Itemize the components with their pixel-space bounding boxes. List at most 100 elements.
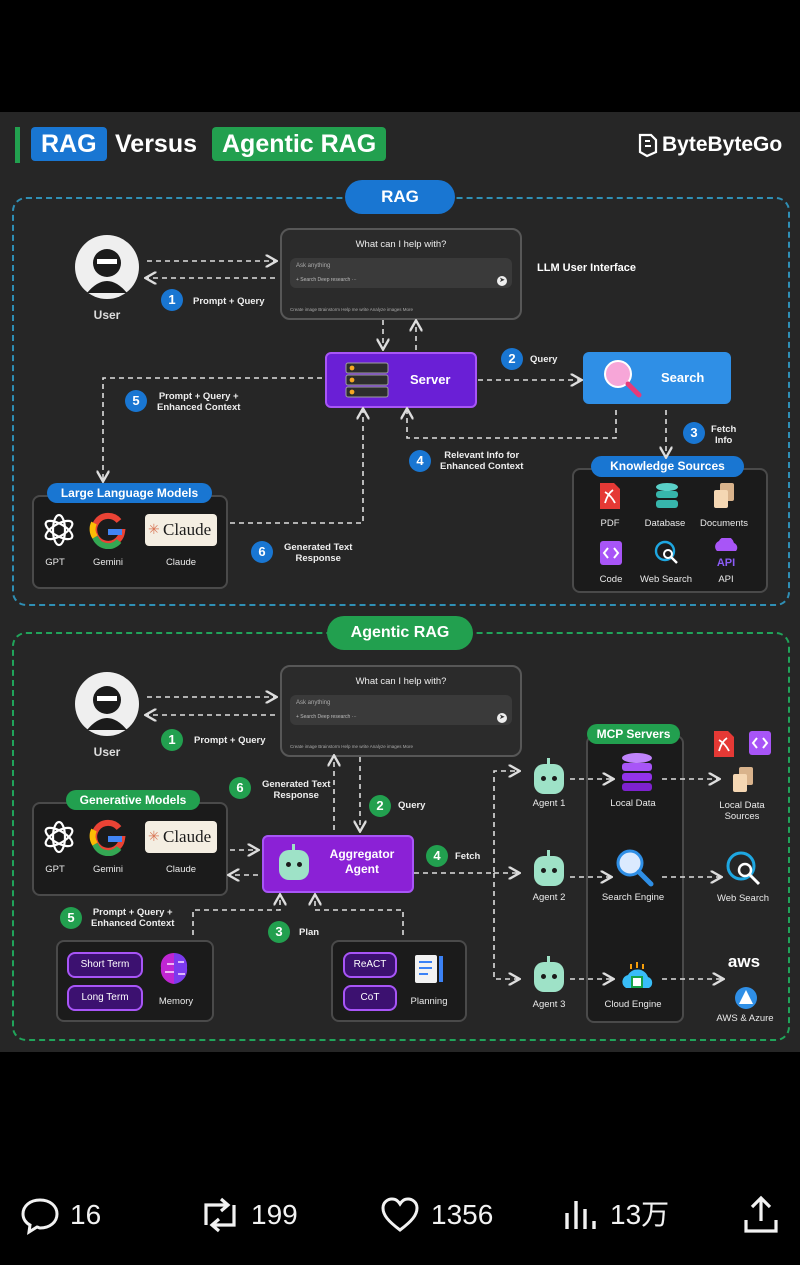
- cot-tag: CoT: [343, 985, 397, 1011]
- rag-step-4-badge: 4: [409, 450, 431, 472]
- openai-icon: [41, 512, 77, 548]
- agentic-openai-icon: [41, 819, 77, 855]
- server-label: Server: [410, 372, 451, 387]
- like-count: 1356: [431, 1199, 494, 1230]
- cloud-engine-icon: [619, 960, 655, 992]
- send-arrow-icon[interactable]: ➤: [497, 276, 507, 286]
- target-web-search-label: Web Search: [716, 893, 770, 904]
- rag-step-1-text: Prompt + Query: [193, 296, 265, 307]
- like-heart-icon[interactable]: [380, 1195, 420, 1235]
- agent-2-robot-icon: [534, 850, 564, 886]
- agentic-chat-interface[interactable]: What can I help with? Ask anything + Sea…: [280, 665, 522, 757]
- agent-1-label: Agent 1: [532, 798, 566, 809]
- database-icon: [654, 482, 680, 510]
- rag-step-3-badge: 3: [683, 422, 705, 444]
- comment-icon[interactable]: [20, 1195, 60, 1235]
- agentic-step-4-text: Fetch: [455, 851, 481, 862]
- knowledge-panel-title: Knowledge Sources: [591, 456, 744, 477]
- connector-arrows: [0, 0, 800, 1060]
- ks-code-label: Code: [599, 574, 623, 585]
- claude-logo-icon: ✳ Claude: [145, 514, 217, 546]
- rag-step-5-badge: 5: [125, 390, 147, 412]
- agentic-step-3-badge: 3: [268, 921, 290, 943]
- agent-3-label: Agent 3: [532, 999, 566, 1010]
- llm-gpt-label: GPT: [45, 557, 65, 568]
- aggregator-agent-node: Aggregator Agent: [262, 835, 414, 893]
- rag-step-3-text: Fetch Info: [711, 424, 737, 446]
- planning-checklist-icon: [412, 952, 446, 986]
- brain-icon: [157, 950, 191, 988]
- gen-gemini-label: Gemini: [92, 864, 124, 875]
- search-label: Search: [661, 370, 705, 385]
- aggregator-robot-icon: [279, 844, 309, 880]
- chat-input[interactable]: Ask anything + Search Deep research ··· …: [290, 258, 512, 288]
- local-data-database-icon: [620, 752, 654, 792]
- views-chart-icon[interactable]: [563, 1195, 599, 1235]
- agentic-chat-mini-tools: + Search Deep research ···: [296, 714, 357, 720]
- gen-gpt-label: GPT: [45, 864, 65, 875]
- agentic-chat-placeholder: Ask anything: [296, 700, 331, 706]
- llm-gemini-label: Gemini: [92, 557, 124, 568]
- code-icon: [599, 540, 623, 566]
- brand-name: ByteByteGo: [662, 133, 783, 156]
- rag-step-6-badge: 6: [251, 541, 273, 563]
- api-cloud-icon: API: [711, 536, 741, 569]
- agent-1-robot-icon: [534, 758, 564, 794]
- agent-3-robot-icon: [534, 956, 564, 992]
- title-agentic-rag: Agentic RAG: [212, 127, 387, 161]
- share-upload-icon[interactable]: [742, 1195, 780, 1235]
- azure-logo-icon: [733, 986, 759, 1010]
- agentic-user-avatar: [75, 672, 139, 736]
- magnifier-icon: [604, 360, 642, 398]
- ks-web-search-label: Web Search: [639, 574, 693, 585]
- ks-documents-label: Documents: [699, 518, 749, 529]
- short-term-memory-tag: Short Term: [67, 952, 143, 978]
- bytebytego-logo-icon: [637, 132, 659, 158]
- agentic-step-1-badge: 1: [161, 729, 183, 751]
- agentic-step-3-text: Plan: [299, 927, 320, 938]
- agentic-send-arrow-icon[interactable]: ➤: [497, 713, 507, 723]
- agentic-gemini-google-icon: [89, 818, 127, 857]
- mcp-cloud-engine-label: Cloud Engine: [604, 999, 662, 1010]
- mcp-servers-title: MCP Servers: [587, 724, 680, 744]
- target-documents-icon: [730, 766, 756, 794]
- agentic-claude-logo-icon: ✳ Claude: [145, 821, 217, 853]
- server-icon: [345, 362, 389, 398]
- rag-step-5-text: Prompt + Query + Enhanced Context: [157, 391, 241, 413]
- ks-pdf-label: PDF: [600, 518, 620, 529]
- agentic-step-6-badge: 6: [229, 777, 251, 799]
- agentic-chat-tools: Create image Brainstorm Help me write An…: [290, 744, 414, 749]
- title-rag: RAG: [31, 127, 107, 161]
- llm-claude-label: Claude: [165, 557, 197, 568]
- rag-step-2-text: Query: [530, 354, 558, 365]
- documents-icon: [711, 482, 737, 510]
- user-label: User: [93, 308, 121, 322]
- chat-title: What can I help with?: [355, 239, 447, 250]
- agentic-chat-title: What can I help with?: [355, 676, 447, 687]
- react-tag: ReACT: [343, 952, 397, 978]
- agentic-step-5-badge: 5: [60, 907, 82, 929]
- target-pdf-icon: [712, 730, 736, 758]
- agentic-step-2-badge: 2: [369, 795, 391, 817]
- agentic-step-6-text: Generated Text Response: [262, 779, 331, 801]
- target-web-search-icon: [725, 850, 763, 888]
- gen-claude-label: Claude: [165, 864, 197, 875]
- agentic-step-2-text: Query: [398, 800, 426, 811]
- repost-icon[interactable]: [197, 1195, 243, 1235]
- search-engine-magnifier-icon: [614, 847, 654, 887]
- target-local-data-sources-label: Local Data Sources: [719, 800, 765, 822]
- agentic-chat-input[interactable]: Ask anything + Search Deep research ··· …: [290, 695, 512, 725]
- planning-label: Planning: [410, 996, 448, 1007]
- pdf-icon: [598, 482, 622, 510]
- title-versus: Versus: [115, 130, 198, 158]
- agentic-section-label: Agentic RAG: [327, 616, 473, 650]
- agent-2-label: Agent 2: [532, 892, 566, 903]
- llm-chat-interface[interactable]: What can I help with? Ask anything + Sea…: [280, 228, 522, 320]
- rag-step-2-badge: 2: [501, 348, 523, 370]
- repost-count: 199: [251, 1199, 298, 1230]
- mcp-search-engine-label: Search Engine: [601, 892, 665, 903]
- search-node: Search: [583, 352, 731, 404]
- chat-placeholder: Ask anything: [296, 263, 331, 269]
- views-count: 13万: [610, 1199, 670, 1230]
- aws-logo-icon: aws: [727, 952, 761, 971]
